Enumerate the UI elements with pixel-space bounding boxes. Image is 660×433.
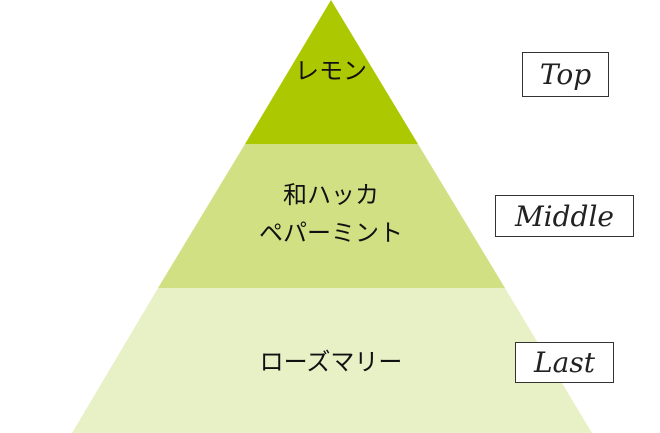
pyramid-tier-top	[245, 0, 418, 144]
note-rosemary: ローズマリー	[259, 348, 403, 376]
note-lemon: レモン	[295, 57, 367, 85]
level-last-box: Last	[515, 342, 614, 383]
note-peppermint: ペパーミント	[259, 219, 403, 247]
level-middle-box: Middle	[495, 195, 634, 237]
note-japanese-mint: 和ハッカ	[283, 181, 379, 209]
pyramid-tier-middle	[158, 144, 505, 288]
top-note-label: レモン	[231, 52, 431, 90]
pyramid-tier-last	[72, 288, 592, 433]
middle-note-label: 和ハッカ ペパーミント	[181, 176, 481, 252]
level-top-box: Top	[522, 52, 609, 97]
last-note-label: ローズマリー	[181, 343, 481, 381]
